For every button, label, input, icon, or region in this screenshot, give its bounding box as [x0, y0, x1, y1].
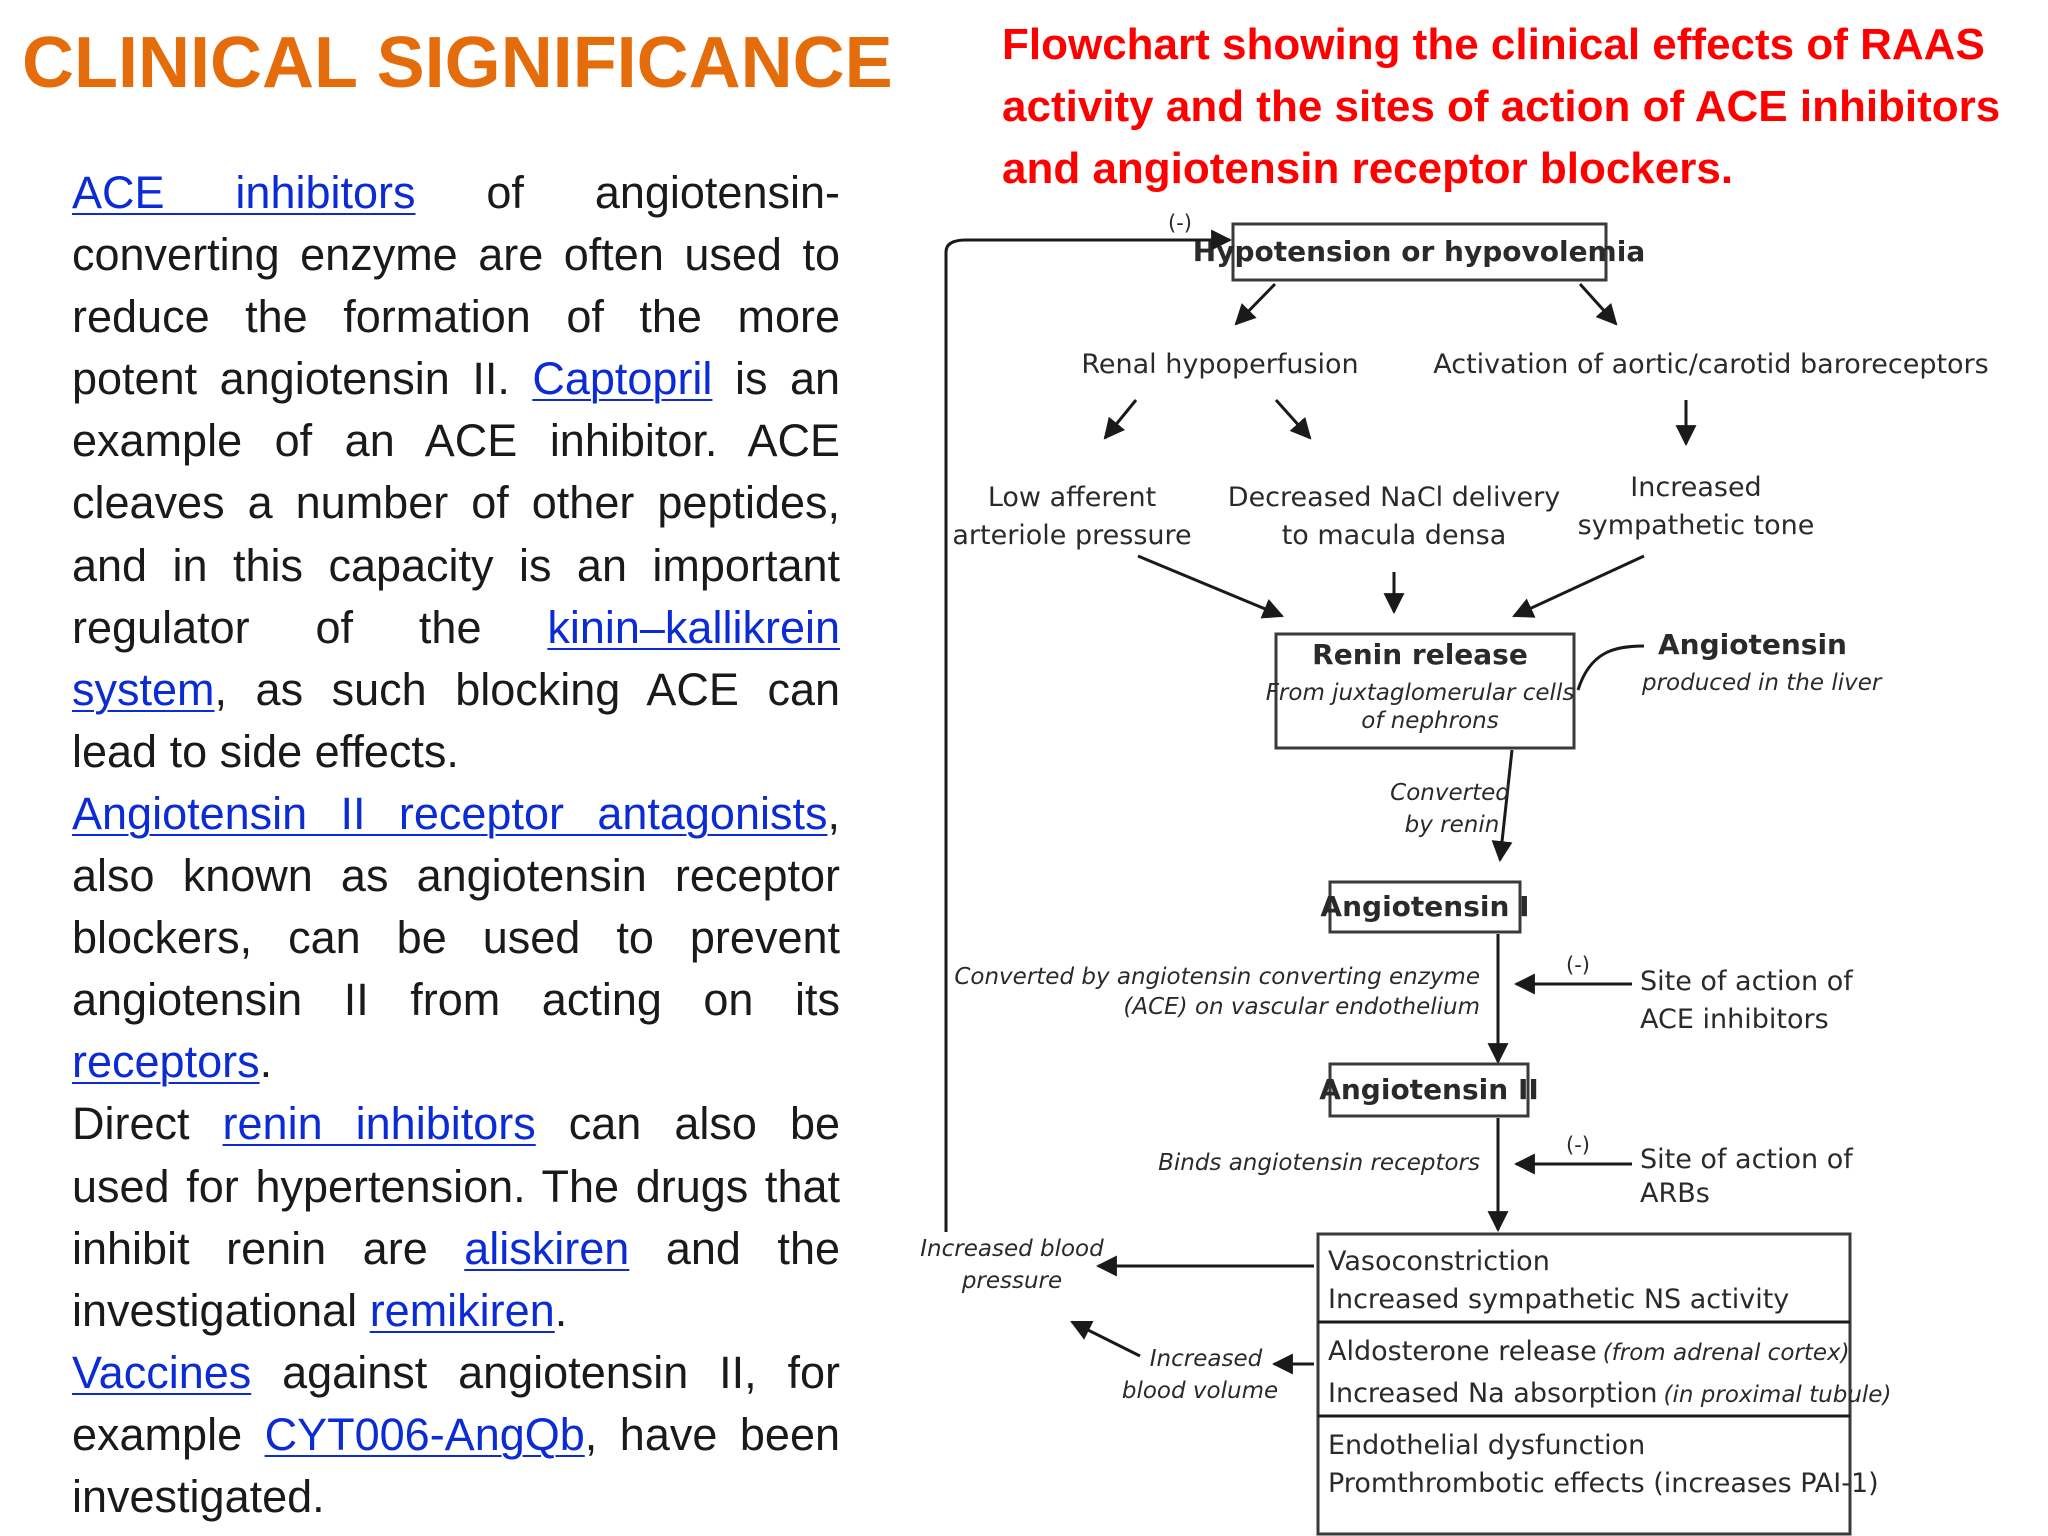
text: , also known as angiotensin receptor blo… — [72, 787, 840, 1026]
effect-aldosterone-note: (from adrenal cortex) — [1603, 1340, 1850, 1366]
paragraph-vaccines: Vaccines against angiotensin II, for exa… — [72, 1342, 840, 1528]
node-nacl-line2: to macula densa — [1282, 520, 1507, 551]
label-ace-negative: (-) — [1566, 953, 1590, 977]
text: and the investigational — [72, 1222, 840, 1336]
node-angiotensinogen-source: produced in the liver — [1641, 670, 1883, 696]
arrow-to-baroreceptors — [1578, 282, 1618, 326]
node-arb-site-line2: ARBs — [1640, 1178, 1710, 1209]
link-aliskiren[interactable]: aliskiren — [464, 1222, 630, 1274]
effect-na-note: (in proximal tubule) — [1664, 1382, 1892, 1408]
node-hypotension: Hypotension or hypovolemia — [1193, 235, 1645, 268]
arrow-to-renal-hypoperfusion — [1234, 282, 1277, 326]
text: . — [259, 1036, 273, 1088]
node-angiotensin-i: Angiotensin I — [1320, 890, 1529, 923]
label-converted-line1: Converted — [1390, 780, 1510, 806]
node-angiotensin-ii: Angiotensin II — [1319, 1073, 1539, 1106]
box-angiotensin-i — [1328, 880, 1522, 934]
connector-angiotensinogen — [1576, 644, 1645, 691]
effect-na-absorption: Increased Na absorption(in proximal tubu… — [1328, 1378, 1891, 1409]
node-angiotensinogen: Angiotensin — [1658, 628, 1847, 661]
node-nacl-line1: Decreased NaCl delivery — [1228, 482, 1560, 513]
node-renin-source-line1: From juxtaglomerular cells — [1266, 680, 1575, 706]
effect-endothelial-dysfunction: Endothelial dysfunction — [1328, 1430, 1645, 1461]
effect-promthrombotic: Promthrombotic effects (increases PAI-1) — [1328, 1468, 1879, 1499]
node-increased-volume-line2: blood volume — [1122, 1378, 1278, 1404]
text: against angiotensin II, for example — [72, 1346, 840, 1460]
paragraph-renin: Direct renin inhibitors can also be used… — [72, 1093, 840, 1341]
feedback-loop-arrow — [944, 229, 1233, 1232]
arrow-renin-to-angiotensin-i — [1491, 749, 1514, 863]
box-effects — [1316, 1232, 1852, 1536]
effect-aldosterone-text: Aldosterone release — [1328, 1336, 1597, 1367]
text: Direct — [72, 1098, 223, 1150]
label-ace-conversion-line2: (ACE) on vascular endothelium — [1123, 994, 1480, 1020]
label-arb-negative: (-) — [1566, 1133, 1590, 1157]
node-sympathetic-line1: Increased — [1630, 472, 1761, 503]
node-low-afferent-line2: arteriole pressure — [952, 520, 1191, 551]
link-receptors[interactable]: receptors — [72, 1036, 260, 1088]
effect-na-text: Increased Na absorption — [1328, 1378, 1658, 1409]
node-increased-bp-line1: Increased blood — [920, 1236, 1104, 1262]
text: . — [554, 1284, 568, 1336]
node-renal-hypoperfusion: Renal hypoperfusion — [1081, 349, 1358, 380]
arrow-to-low-afferent — [1103, 399, 1138, 440]
link-cyt006-angqb[interactable]: CYT006-AngQb — [264, 1408, 585, 1460]
node-sympathetic-line2: sympathetic tone — [1578, 510, 1815, 541]
node-low-afferent-line1: Low afferent — [988, 482, 1156, 513]
text: , have been investigated. — [72, 1408, 840, 1522]
link-kinin-kallikrein-system[interactable]: kinin–kallikrein system — [72, 601, 840, 715]
arrow-low-afferent-to-renin — [1137, 554, 1284, 619]
node-ace-site-line1: Site of action of — [1640, 966, 1854, 997]
arrow-to-nacl — [1274, 398, 1312, 440]
slide-title: CLINICAL SIGNIFICANCE — [22, 23, 893, 103]
label-binds-receptors: Binds angiotensin receptors — [1158, 1150, 1480, 1176]
node-increased-volume-line1: Increased — [1150, 1346, 1263, 1372]
label-ace-conversion-line1: Converted by angiotensin converting enzy… — [954, 964, 1480, 990]
link-vaccines[interactable]: Vaccines — [72, 1346, 252, 1398]
box-renin-release — [1274, 632, 1576, 750]
box-hypotension — [1231, 222, 1608, 282]
link-renin-inhibitors[interactable]: renin inhibitors — [222, 1098, 536, 1150]
paragraph-ace: ACE inhibitors of angiotensin-converting… — [72, 162, 840, 783]
text: , as such blocking ACE can lead to side … — [72, 663, 840, 777]
label-converted-line2: by renin — [1405, 812, 1500, 838]
text: is an example of an ACE inhibitor. ACE c… — [72, 353, 841, 653]
flowchart-caption: Flowchart showing the clinical effects o… — [1002, 20, 2001, 193]
node-increased-bp-line2: pressure — [961, 1268, 1062, 1294]
box-angiotensin-ii — [1328, 1062, 1530, 1118]
link-remikiren[interactable]: remikiren — [369, 1284, 555, 1336]
paragraph-arb: Angiotensin II receptor antagonists, als… — [72, 783, 840, 1093]
node-renin-source-line2: of nephrons — [1361, 708, 1498, 734]
text: of angiotensin-converting enzyme are oft… — [72, 167, 840, 405]
arrow-sympathetic-to-renin — [1512, 554, 1645, 618]
effect-vasoconstriction: Vasoconstriction — [1328, 1246, 1550, 1277]
node-baroreceptors: Activation of aortic/carotid barorecepto… — [1433, 349, 1988, 380]
text: can also be used for hypertension. The d… — [72, 1098, 840, 1274]
node-renin-release: Renin release — [1312, 638, 1528, 671]
raas-flowchart: Hypotension or hypovolemia (-) Renal hyp… — [920, 211, 1989, 1536]
effect-aldosterone-release: Aldosterone release(from adrenal cortex) — [1328, 1336, 1850, 1367]
body-text: ACE inhibitors of angiotensin-converting… — [72, 162, 840, 1528]
label-feedback-negative: (-) — [1168, 211, 1192, 235]
effect-sympathetic-activity: Increased sympathetic NS activity — [1328, 1284, 1789, 1315]
node-arb-site-line1: Site of action of — [1640, 1144, 1854, 1175]
link-captopril[interactable]: Captopril — [532, 353, 713, 405]
node-ace-site-line2: ACE inhibitors — [1640, 1004, 1829, 1035]
arrow-volume-to-bp — [1070, 1320, 1141, 1358]
link-angiotensin-receptor-antagonists[interactable]: Angiotensin II receptor antagonists — [72, 787, 828, 839]
link-ace-inhibitors[interactable]: ACE inhibitors — [72, 167, 416, 218]
